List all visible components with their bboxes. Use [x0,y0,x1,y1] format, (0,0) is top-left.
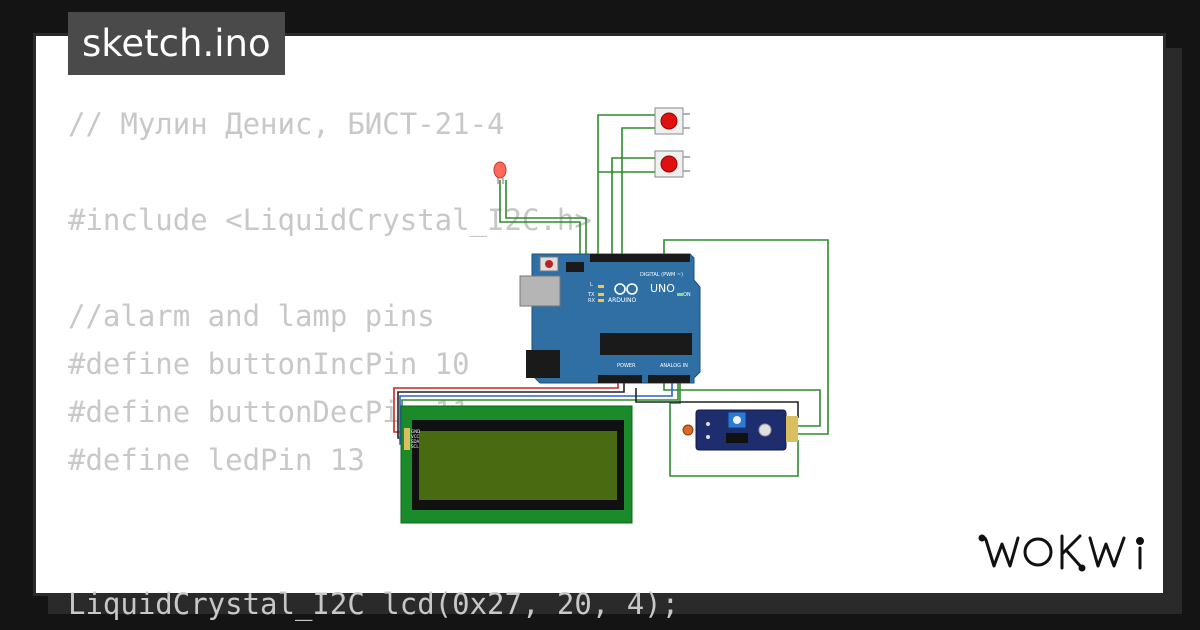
microcontroller-chip [600,333,692,355]
code-line: //alarm and lamp pins [68,299,435,333]
led-l-label: L [590,282,593,288]
button-cap-icon [660,112,678,130]
photoresistor-sensor[interactable] [682,409,798,451]
tx-label: TX [587,292,595,298]
wire-button-2 [611,157,655,258]
button-cap-icon [660,155,678,173]
code-line: LiquidCrystal_I2C lcd(0x27, 20, 4); [68,587,680,621]
usb-port [519,275,561,307]
code-line: // Мулин Денис, БИСТ-21-4 [68,107,505,141]
ldr-icon [682,424,694,436]
power-header [598,375,642,383]
analog-header [648,375,690,383]
lcd-pin-gnd: GND [411,429,420,434]
analog-label: ANALOG IN [660,363,688,369]
power-jack [526,350,560,378]
arduino-model-label: UNO [650,282,675,295]
wire-sensor-gnd [669,383,799,477]
lcd-screen [419,431,617,500]
rx-label: RX [588,298,595,304]
code-preview: // Мулин Денис, БИСТ-21-4 #include <Liqui… [68,100,679,628]
wire-sensor-do [663,239,829,435]
code-line: #define buttonDecPin 11 [68,395,470,429]
wire-button-1 [597,114,655,258]
wires [499,114,829,477]
digital-label: DIGITAL (PWM ~) [640,272,683,278]
wokwi-logo [978,534,1144,572]
code-line: #define ledPin 13 [68,443,365,477]
wire-sensor-vcc [635,388,799,418]
on-label: ON [683,292,691,298]
lcd-display[interactable]: GND VCC SDA SCL [400,405,633,524]
wire-button-1-b [621,127,655,258]
filename-tab[interactable]: sketch.ino [68,12,285,75]
pushbutton-increment[interactable] [654,107,690,135]
arduino-infinity-logo-icon [614,283,638,295]
code-line: #define buttonIncPin 10 [68,347,470,381]
led[interactable] [493,161,507,184]
power-label: POWER [617,363,636,369]
arduino-brand-label: ARDUINO [608,297,637,304]
wire-led-b [505,180,587,258]
wire-sensor-ao [663,383,821,427]
arduino-uno[interactable]: UNO ARDUINO DIGITAL (PWM ~) POWER ANALOG… [519,253,701,384]
lcd-pin-scl: SCL [411,444,419,449]
code-line: #include <LiquidCrystal_I2C.h> [68,203,592,237]
pushbutton-decrement[interactable] [654,150,690,178]
digital-header [590,254,690,262]
lcd-pin-vcc: VCC [411,434,420,439]
lcd-pin-sda: SDA [411,439,420,444]
wire-led [499,180,581,258]
